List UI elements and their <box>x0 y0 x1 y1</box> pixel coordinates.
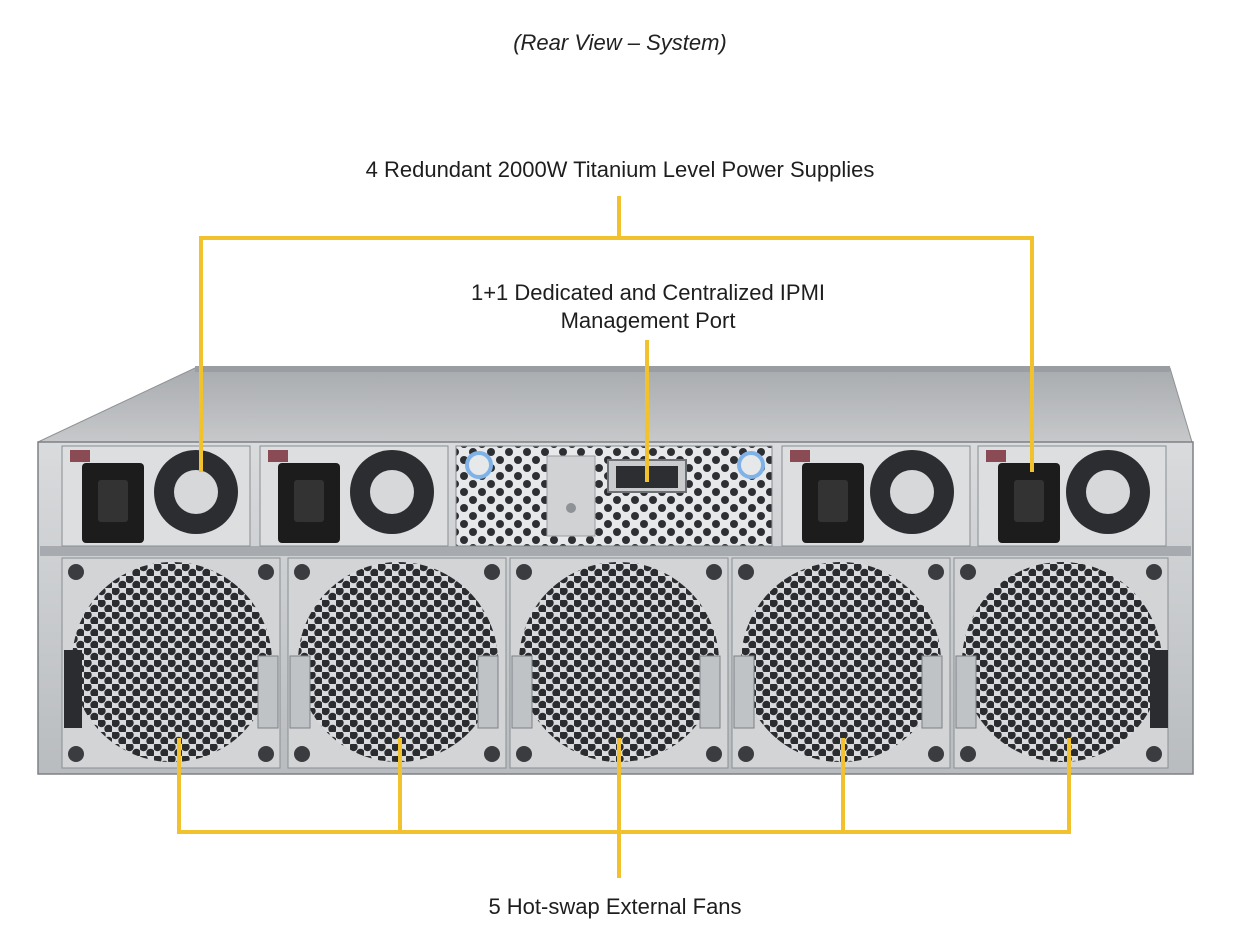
fan-grille-icon <box>519 562 719 762</box>
chassis-divider <box>40 546 1191 556</box>
leader-lines <box>177 196 1071 878</box>
chassis-top-lip <box>195 366 1170 372</box>
power-supply-1 <box>61 445 251 547</box>
power-supply-2 <box>259 445 449 547</box>
fan-module-4 <box>731 557 951 769</box>
fan-module-3 <box>509 557 729 769</box>
figure-caption: (Rear View – System) <box>513 30 727 55</box>
psu-leader <box>199 236 1034 472</box>
ipmi-label-line1: 1+1 Dedicated and Centralized IPMI <box>470 280 826 305</box>
power-supply-4 <box>977 445 1167 547</box>
fan-grille-icon <box>298 562 498 762</box>
led-ring-icon <box>737 451 765 479</box>
led-ring-icon <box>465 451 493 479</box>
power-supplies-label: 4 Redundant 2000W Titanium Level Power S… <box>365 157 875 182</box>
power-supply-3 <box>781 445 971 547</box>
fan-module-5 <box>953 557 1169 769</box>
ipmi-label: 1+1 Dedicated and Centralized IPMI Manag… <box>400 279 896 335</box>
fan-grille-icon <box>72 562 272 762</box>
fan-grille-icon <box>741 562 941 762</box>
fan-grille-icon <box>962 562 1162 762</box>
fans-leader <box>177 738 1071 834</box>
chassis-top <box>37 367 1193 443</box>
fans-label: 5 Hot-swap External Fans <box>488 894 742 919</box>
ipmi-panel <box>455 445 773 547</box>
fan-module-1 <box>61 557 281 769</box>
fan-module-2 <box>287 557 507 769</box>
fan-screws <box>68 564 1162 762</box>
ipmi-label-line2: Management Port <box>560 308 736 333</box>
